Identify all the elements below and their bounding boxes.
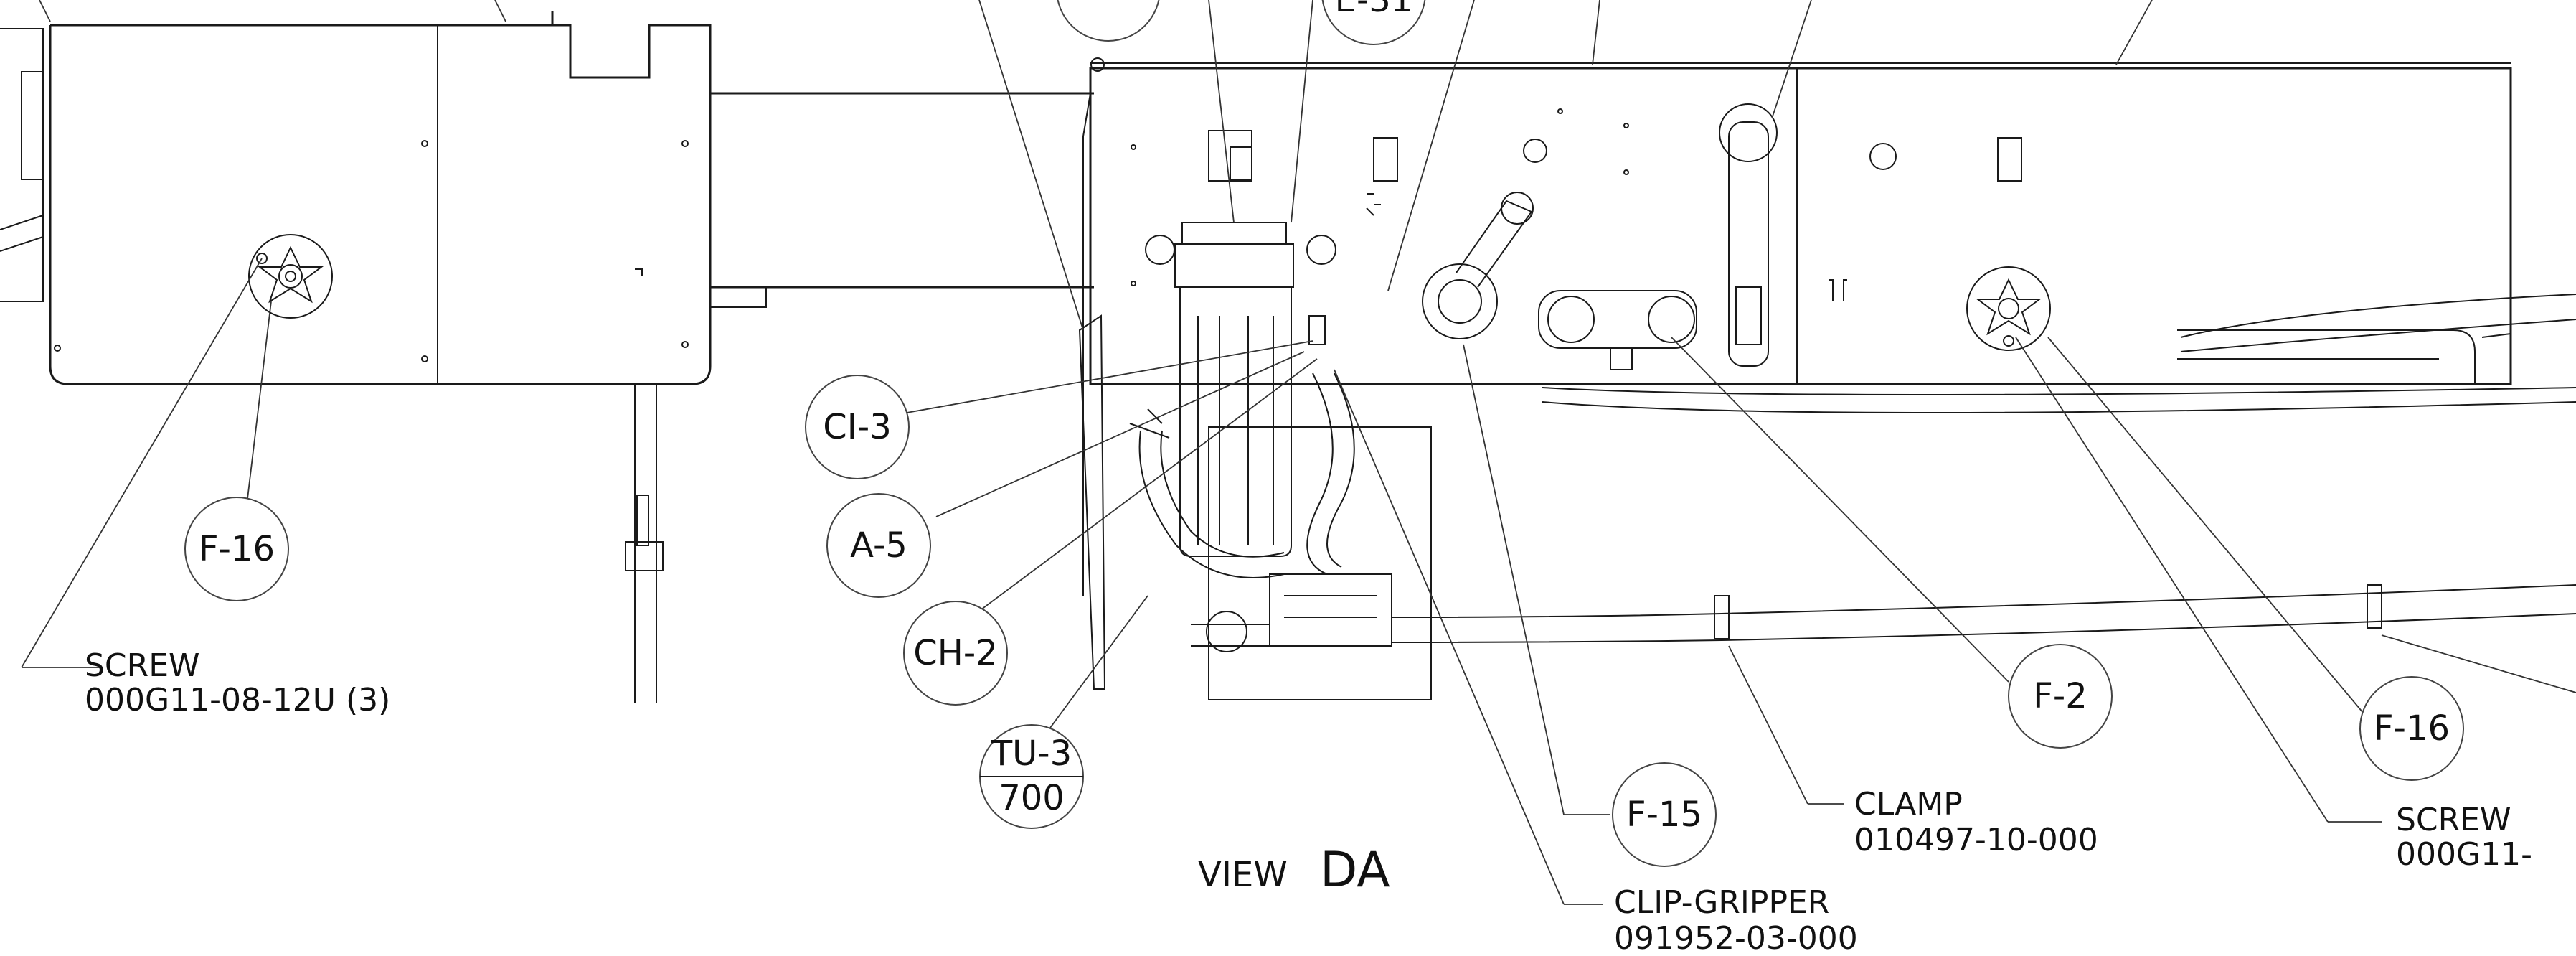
balloon-label: F-16	[2374, 708, 2450, 749]
note-part: 000G11-08-12U (3)	[85, 682, 390, 718]
flow-meter	[1538, 290, 1697, 370]
balloon-f15: F-15	[1612, 762, 1717, 867]
balloon-f16-right: F-16	[2359, 676, 2464, 781]
left-panel-assembly	[0, 11, 1094, 703]
main-housing-assembly	[1089, 57, 2576, 413]
crank-handle	[1422, 192, 1534, 339]
view-title-letters: DA	[1320, 842, 1390, 899]
balloon-top-partial: E-31	[1321, 0, 1426, 45]
balloon-ci3: CI-3	[805, 375, 910, 479]
balloon-label: A-5	[850, 525, 907, 566]
view-title: VIEW DA	[1198, 842, 1390, 899]
view-title-prefix: VIEW	[1198, 855, 1288, 895]
star-knob-left	[248, 234, 333, 319]
leader-lines	[21, 0, 2576, 905]
sight-glass	[1719, 103, 1778, 367]
balloon-a5: A-5	[826, 493, 931, 598]
note-clamp: CLAMP 010497-10-000	[1854, 786, 2098, 858]
balloon-f2: F-2	[2008, 644, 2113, 749]
balloon-tu3: TU-3 700	[979, 724, 1084, 829]
balloon-label: F-2	[2033, 676, 2087, 716]
note-part: 010497-10-000	[1854, 822, 2098, 858]
balloon-top-left-partial	[1057, 0, 1160, 42]
note-screw-left: SCREW 000G11-08-12U (3)	[85, 647, 390, 718]
star-knob-right	[1966, 266, 2051, 351]
note-part: 091952-03-000	[1614, 920, 1858, 956]
balloon-label: CI-3	[823, 407, 892, 447]
note-name: SCREW	[2396, 802, 2511, 838]
note-part: 000G11-	[2396, 836, 2532, 873]
note-screw-right: SCREW 000G11-	[2396, 802, 2532, 873]
note-name: CLAMP	[1854, 786, 1963, 823]
balloon-label: F-16	[199, 529, 275, 569]
balloon-label: E-31	[1335, 0, 1413, 20]
note-clip-gripper: CLIP-GRIPPER 091952-03-000	[1614, 884, 1858, 956]
balloon-label: TU-3	[991, 734, 1072, 774]
balloon-qty: 700	[999, 778, 1065, 818]
balloon-label: F-15	[1626, 795, 1702, 835]
note-name: SCREW	[85, 647, 200, 684]
balloon-ch2: CH-2	[903, 601, 1008, 706]
note-name: CLIP-GRIPPER	[1614, 884, 1829, 921]
balloon-f16-left: F-16	[184, 497, 289, 601]
filter-pump-assembly	[1078, 93, 2576, 700]
balloon-label: CH-2	[913, 633, 997, 673]
